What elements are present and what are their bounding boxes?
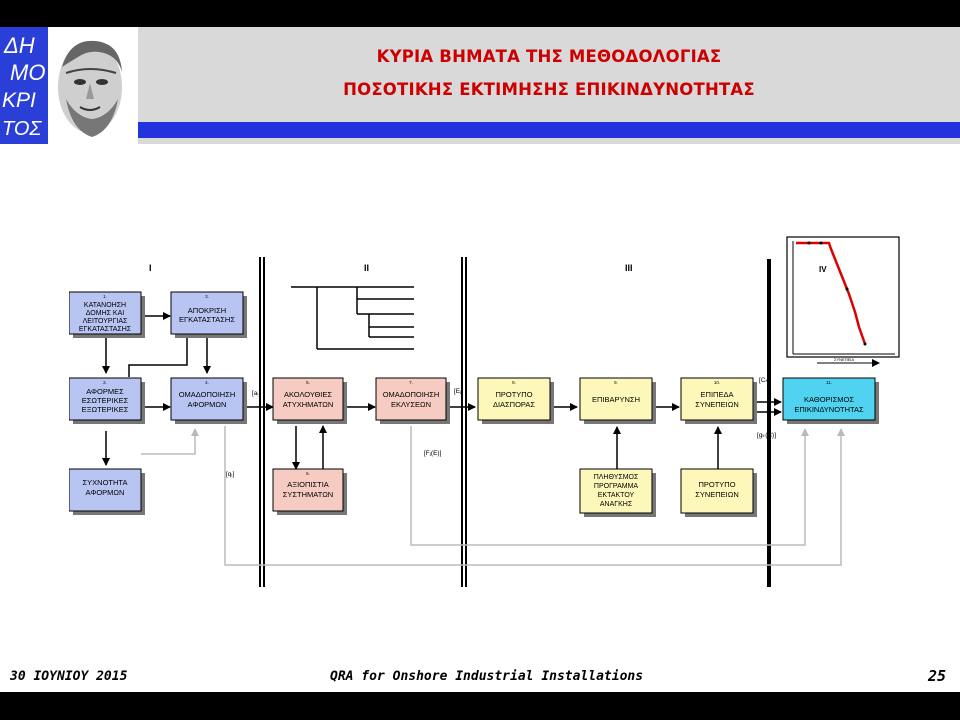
box-6-line2: ΣΥΣΤΗΜΑΤΩΝ <box>283 490 333 499</box>
democritus-logo: ΔΗ ΜΟ ΚΡΙ ΤΟΣ <box>0 27 131 144</box>
box-7-line1: ΟΜΑΔΟΠΟΙΗΣΗ <box>383 390 440 399</box>
box-4-line2: ΑΦΟΡΜΩΝ <box>188 400 227 409</box>
phase-label-1: I <box>149 263 152 273</box>
box-9-dose: 9. ΕΠΙΒΑΡΥΝΣΗ <box>579 377 656 424</box>
box-8-dispersion-model: 8. ΠΡΟΤΥΠΟ ΔΙΑΣΠΟΡΑΣ <box>477 377 554 424</box>
box-2-initiators: 2. ΑΦΟΡΜΕΣ ΕΣΩΤΕΡΙΚΕΣ ΕΞΩΤΕΡΙΚΕΣ <box>68 377 145 424</box>
box-11-risk-determination: 11. ΚΑΘΟΡΙΣΜΟΣ ΕΠΙΚΙΝΔΥΝΟΤΗΤΑΣ <box>782 377 879 424</box>
box-9-line1: ΕΠΙΒΑΡΥΝΣΗ <box>592 395 640 404</box>
box-5-line2: ΑΤΥΧΗΜΑΤΩΝ <box>283 400 334 409</box>
box-5-line1: ΑΚΟΛΟΥΘΙΕΣ <box>284 390 332 399</box>
box-consequence-model: ΠΡΟΤΥΠΟ ΣΥΝΕΠΕΙΩΝ <box>680 468 757 517</box>
label-fj: [Fⱼ(E)] <box>424 450 442 457</box>
page-number: 25 <box>928 667 947 685</box>
box-4-line1: ΟΜΑΔΟΠΟΙΗΣΗ <box>179 390 236 399</box>
slide-title-line2: ΠΟΣΟΤΙΚΗΣ ΕΚΤΙΜΗΣΗΣ ΕΠΙΚΙΝΔΥΝΟΤΗΤΑΣ <box>343 80 755 99</box>
phase-label-3: III <box>625 263 633 273</box>
box-pop-line4: ΑΝΑΓΚΗΣ <box>600 501 633 508</box>
box-freq-line1: ΣΥΧΝΟΤΗΤΑ <box>83 478 128 487</box>
box-10-line2: ΣΥΝΕΠΕΙΩΝ <box>695 400 739 409</box>
risk-curve-inset: IV ΣΥΝΕΠΕΙΑ <box>786 236 900 367</box>
box-3-line2: ΕΓΚΑΤΑΣΤΑΣΗΣ <box>179 315 235 324</box>
box-6-num: 6. <box>306 471 310 476</box>
box-10-consequence-levels: 10. ΕΠΙΠΕΔΑ ΣΥΝΕΠΕΙΩΝ <box>680 377 757 424</box>
box-10-line1: ΕΠΙΠΕΔΑ <box>701 390 734 399</box>
box-pop-line1: ΠΛΗΘΥΣΜΟΣ <box>594 474 639 481</box>
box-1-line1: ΚΑΤΑΝΟΗΣΗ <box>84 302 126 309</box>
footer-title: QRA for Onshore Industrial Installations <box>330 669 644 684</box>
inset-xlabel: ΣΥΝΕΠΕΙΑ <box>834 357 854 362</box>
box-11-line1: ΚΑΘΟΡΙΣΜΟΣ <box>804 395 854 404</box>
slide: ΔΗ ΜΟ ΚΡΙ ΤΟΣ ΚΥΡΙΑ ΒΗΜΑΤΑ ΤΗΣ ΜΕΘΟΔΟΛΟΓ… <box>0 27 960 692</box>
logo-letters-2: ΜΟ <box>10 60 45 85</box>
box-11-num: 11. <box>826 380 832 385</box>
box-1-understanding: 1. ΚΑΤΑΝΟΗΣΗ ΔΟΜΗΣ ΚΑΙ ΛΕΙΤΟΥΡΓΙΑΣ ΕΓΚΑΤ… <box>68 291 145 338</box>
connectors <box>102 312 782 470</box>
box-cm-line2: ΣΥΝΕΠΕΙΩΝ <box>695 490 739 499</box>
box-7-line2: ΕΚΛΥΣΕΩΝ <box>391 400 431 409</box>
box-2-num: 2. <box>103 380 107 385</box>
box-initiator-frequency: ΣΥΧΝΟΤΗΤΑ ΑΦΟΡΜΩΝ <box>68 468 145 515</box>
box-cm-line1: ΠΡΟΤΥΠΟ <box>698 480 735 489</box>
box-3-line1: ΑΠΟΚΡΙΣΗ <box>188 306 226 315</box>
logo-letters-4: ΤΟΣ <box>2 118 42 140</box>
label-ej: [Eⱼ] <box>454 388 463 395</box>
box-5-num: 5. <box>306 380 310 385</box>
phase-separators <box>259 257 771 587</box>
label-ck: [Cₖ] <box>759 377 770 384</box>
box-2-line2: ΕΣΩΤΕΡΙΚΕΣ <box>82 396 129 405</box>
header-stripe <box>138 122 960 138</box>
slide-title-line1: ΚΥΡΙΑ ΒΗΜΑΤΑ ΤΗΣ ΜΕΘΟΔΟΛΟΓΙΑΣ <box>376 47 722 66</box>
box-pop-line3: ΕΚΤΑΚΤΟΥ <box>598 492 635 499</box>
box-1-line3: ΛΕΙΤΟΥΡΓΙΑΣ <box>83 318 128 325</box>
feedback-connectors <box>141 426 845 566</box>
box-11-line2: ΕΠΙΚΙΝΔΥΝΟΤΗΤΑΣ <box>794 405 864 414</box>
box-1-num: 1. <box>103 294 107 299</box>
box-population-emergency: ΠΛΗΘΥΣΜΟΣ ΠΡΟΓΡΑΜΜΑ ΕΚΤΑΚΤΟΥ ΑΝΑΓΚΗΣ <box>579 468 656 517</box>
box-5-accident-sequences: 5. ΑΚΟΛΟΥΘΙΕΣ ΑΤΥΧΗΜΑΤΩΝ <box>272 377 347 424</box>
footer-date: 30 ΙΟΥΝΙΟΥ 2015 <box>10 669 128 684</box>
democritus-portrait <box>58 40 122 137</box>
label-gk: [gₖ(C)] <box>757 432 776 439</box>
box-3-num: 3. <box>205 294 209 299</box>
phase-label-2: II <box>364 263 369 273</box>
logo-letters-1: ΔΗ <box>3 33 35 58</box>
box-3-response: 3. ΑΠΟΚΡΙΣΗ ΕΓΚΑΤΑΣΤΑΣΗΣ <box>170 291 247 338</box>
box-7-grouping-releases: 7. ΟΜΑΔΟΠΟΙΗΣΗ ΕΚΛΥΣΕΩΝ <box>375 377 450 424</box>
box-9-num: 9. <box>614 380 618 385</box>
logo-letters-3: ΚΡΙ <box>2 89 36 112</box>
box-8-line1: ΠΡΟΤΥΠΟ <box>495 390 532 399</box>
methodology-diagram: I II III <box>68 179 929 590</box>
box-8-line2: ΔΙΑΣΠΟΡΑΣ <box>493 400 535 409</box>
box-8-num: 8. <box>512 380 516 385</box>
box-pop-line2: ΠΡΟΓΡΑΜΜΑ <box>594 483 639 490</box>
box-4-grouping-initiators: 4. ΟΜΑΔΟΠΟΙΗΣΗ ΑΦΟΡΜΩΝ <box>170 377 247 424</box>
box-1-line4: ΕΓΚΑΤΑΣΤΑΣΗΣ <box>79 326 132 333</box>
box-6-line1: ΑΞΙΟΠΙΣΤΙΑ <box>287 480 329 489</box>
box-1-line2: ΔΟΜΗΣ ΚΑΙ <box>86 310 124 317</box>
box-10-num: 10. <box>714 380 720 385</box>
box-4-num: 4. <box>205 380 209 385</box>
event-tree-graphic <box>291 286 414 350</box>
box-2-line3: ΕΞΩΤΕΡΙΚΕΣ <box>82 405 129 414</box>
box-2-line1: ΑΦΟΡΜΕΣ <box>86 387 124 396</box>
label-ai: [aᵢ] <box>252 390 260 397</box>
box-6-system-reliability: 6. ΑΞΙΟΠΙΣΤΙΑ ΣΥΣΤΗΜΑΤΩΝ <box>272 468 347 515</box>
phase-label-4: IV <box>819 265 827 274</box>
box-freq-line2: ΑΦΟΡΜΩΝ <box>86 488 125 497</box>
label-qi: [qᵢ] <box>226 471 234 478</box>
box-7-num: 7. <box>409 380 413 385</box>
